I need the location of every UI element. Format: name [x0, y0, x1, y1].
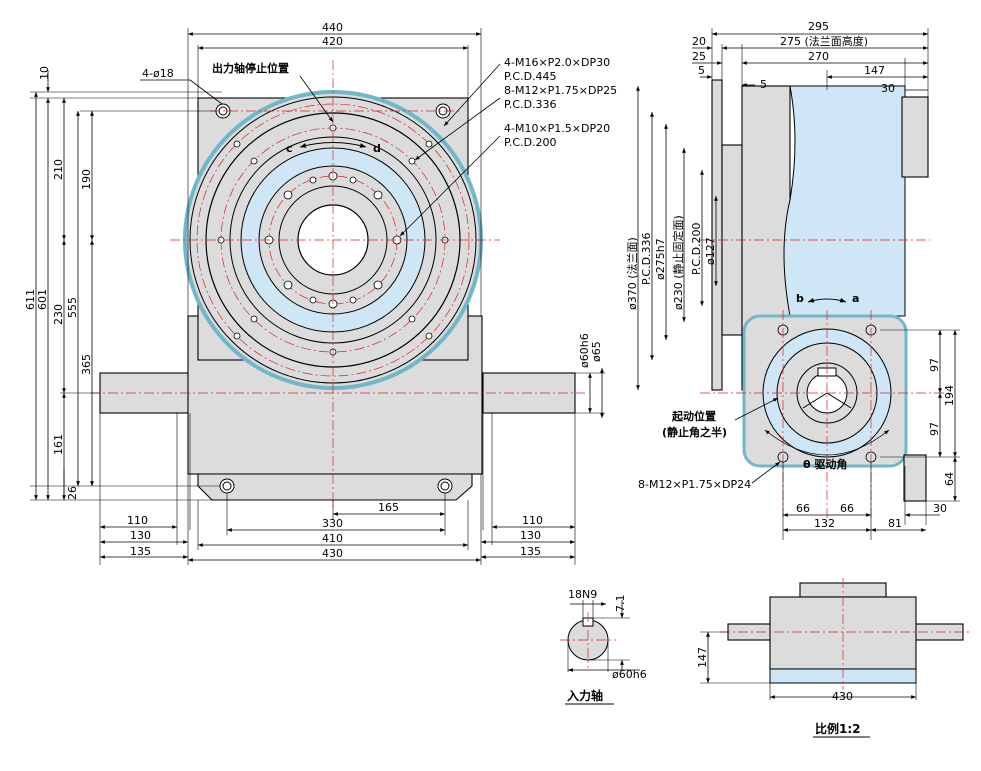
dim-230: 230 — [52, 304, 65, 325]
dim-601: 601 — [36, 289, 49, 310]
side-dim-pcd200: P.C.D.200 — [690, 222, 703, 275]
side-top-dimensions — [692, 28, 929, 97]
rotation-label-b: b — [796, 292, 804, 305]
dim-611: 611 — [24, 289, 37, 310]
start-position-note: 起动位置 — [671, 409, 716, 423]
shaft-dim-60h6: ø60h6 — [612, 668, 647, 681]
small-dim-147: 147 — [696, 647, 709, 668]
dim-430: 430 — [322, 547, 343, 560]
side-dim-30-top: 30 — [881, 82, 895, 95]
side-dim-81: 81 — [888, 517, 902, 530]
side-dim-20: 20 — [692, 35, 706, 48]
dim-210: 210 — [52, 159, 65, 180]
dim-130-right: 130 — [520, 529, 541, 542]
stop-position-note: 出力轴停止位置 — [212, 61, 289, 75]
dim-130-left: 130 — [130, 529, 151, 542]
side-dim-97a: 97 — [928, 358, 941, 372]
side-dim-25: 25 — [692, 50, 706, 63]
side-dim-132: 132 — [814, 517, 835, 530]
small-caption: 比例1:2 — [815, 721, 861, 736]
side-dim-295: 295 — [808, 20, 829, 33]
note-m12-dp24: 8-M12×P1.75×DP24 — [638, 478, 751, 491]
side-dim-66a: 66 — [796, 502, 810, 515]
side-dim-5a: 5 — [698, 64, 705, 77]
note-pcd200: P.C.D.200 — [504, 136, 557, 149]
dim-440: 440 — [322, 21, 343, 34]
side-dim-270: 270 — [808, 50, 829, 63]
dim-161: 161 — [52, 434, 65, 455]
side-dim-370: ø370 (法兰面) — [625, 237, 639, 310]
left-dimensions — [30, 70, 222, 501]
dim-555: 555 — [66, 297, 79, 318]
side-dim-pcd336: P.C.D.336 — [640, 232, 653, 285]
side-dim-275: 275 (法兰面高度) — [780, 34, 868, 48]
side-bottom-dimensions — [782, 462, 940, 540]
side-flange-thin — [711, 79, 723, 391]
front-view: c d 440 420 10 6 — [24, 21, 617, 565]
small-scale-view: 147 430 比例1:2 — [696, 578, 970, 738]
side-dim-194: 194 — [943, 385, 956, 406]
dim-110-left: 110 — [127, 514, 148, 527]
side-view: b a θ 驱动角 295 275 (法兰面高度) 270 147 20 — [625, 20, 960, 540]
side-dim-127: ø127 — [704, 237, 717, 265]
side-dim-147: 147 — [864, 64, 885, 77]
dim-420: 420 — [322, 35, 343, 48]
side-dim-97b: 97 — [928, 422, 941, 436]
dim-60h6: ø60h6 — [578, 333, 591, 368]
note-m16: 4-M16×P2.0×DP30 — [504, 56, 610, 69]
shaft-detail: 18N9 7.1 ø60h6 入力轴 — [560, 588, 647, 705]
rotation-label-a: a — [852, 292, 859, 305]
shaft-dim-7-1: 7.1 — [614, 595, 627, 613]
note-m10: 4-M10×P1.5×DP20 — [504, 122, 610, 135]
dim-135-left: 135 — [130, 545, 151, 558]
side-dim-64: 64 — [943, 472, 956, 486]
shaft-caption: 入力轴 — [567, 688, 603, 703]
dim-190: 190 — [80, 169, 93, 190]
side-dim-30-bottom: 30 — [933, 502, 947, 515]
rotation-label-d: d — [373, 142, 381, 155]
side-dim-5b: 5 — [760, 78, 767, 91]
base-foot — [197, 473, 473, 501]
dim-110-right: 110 — [522, 514, 543, 527]
note-pcd336: P.C.D.336 — [504, 98, 557, 111]
hole-18-note: 4-ø18 — [142, 67, 174, 80]
small-dim-430: 430 — [832, 690, 853, 703]
side-right-dimensions — [880, 329, 960, 502]
side-left-dimensions — [636, 86, 718, 390]
side-dim-66b: 66 — [840, 502, 854, 515]
side-output-hub — [901, 96, 929, 178]
side-dim-230: ø230 (静止固定面) — [671, 215, 685, 310]
dim-26: 26 — [66, 486, 79, 500]
dim-330: 330 — [322, 517, 343, 530]
side-housing — [783, 85, 906, 317]
dim-165: 165 — [378, 501, 399, 514]
dim-410: 410 — [322, 532, 343, 545]
dim-135-right: 135 — [520, 545, 541, 558]
dim-65: ø65 — [590, 341, 603, 362]
note-m12-dp25: 8-M12×P1.75×DP25 — [504, 84, 617, 97]
start-position-sub: (静止角之半) — [662, 425, 727, 439]
side-dim-275h7: ø275h7 — [654, 238, 667, 280]
shaft-dim-18n9: 18N9 — [568, 588, 597, 601]
dim-10: 10 — [38, 66, 51, 80]
bottom-dimensions — [99, 413, 576, 565]
drive-angle-label: θ 驱动角 — [803, 457, 847, 471]
rotation-label-c: c — [286, 142, 293, 155]
pcd445-holes — [233, 140, 433, 340]
dim-365: 365 — [80, 354, 93, 375]
note-pcd445: P.C.D.445 — [504, 70, 557, 83]
